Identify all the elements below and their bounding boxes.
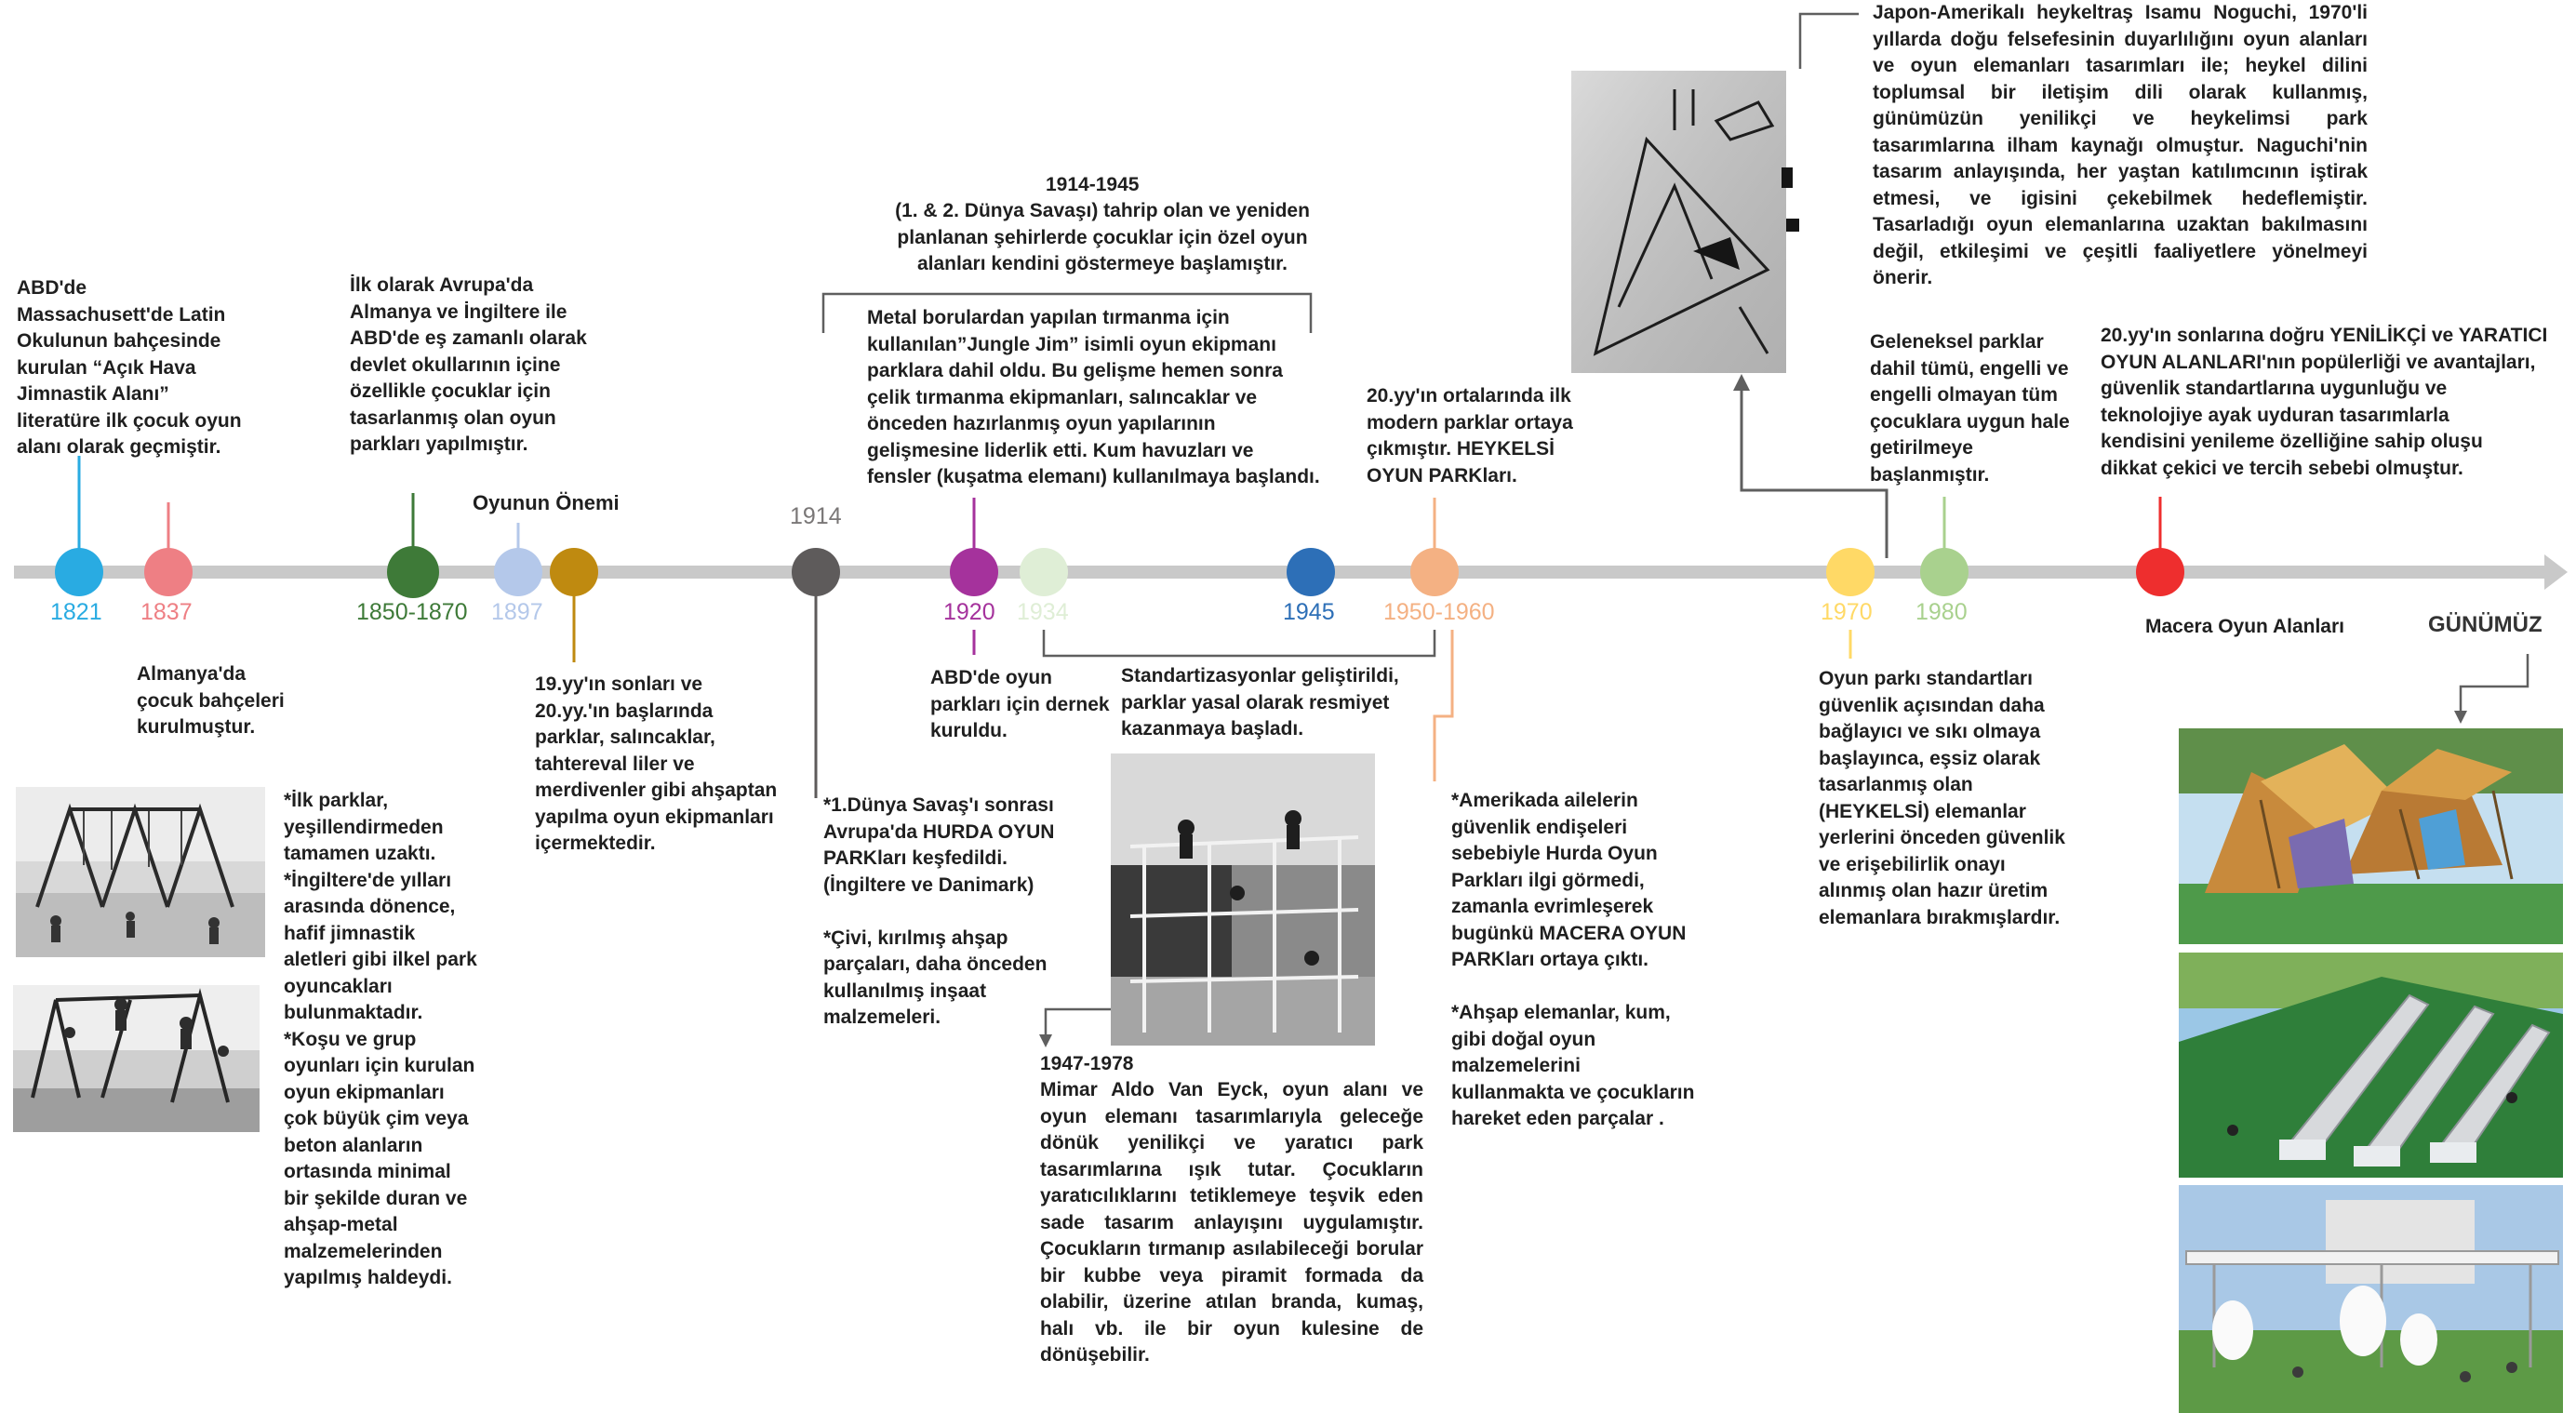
dot-1980: [1920, 548, 1969, 596]
year-1850-1870: 1850-1870: [356, 599, 468, 625]
note-geleneksel: Geleneksel parklar dahil tümü, engelli v…: [1870, 331, 2070, 486]
photo-slides-hill: [2179, 953, 2563, 1178]
year-1945: 1945: [1283, 599, 1335, 625]
dot-1934: [1020, 548, 1068, 596]
note-1920: ABD'de oyun parkları için dernek kuruldu…: [930, 667, 1110, 741]
note-ilk-parklar: *İlk parklar, yeşillendirmeden tamamen u…: [284, 790, 477, 1288]
note-hurda: *1.Dünya Savaş'ı sonrası Avrupa'da HURDA…: [823, 794, 1055, 1028]
note-19yy: 19.yy'ın sonları ve 20.yy.'ın başlarında…: [535, 673, 778, 854]
photo-modern-wooden-playground: [2179, 728, 2563, 944]
note-war: (1. & 2. Dünya Savaşı) tahrip olan ve ye…: [895, 200, 1310, 274]
timeline-axis: [14, 566, 2549, 579]
year-1837: 1837: [140, 599, 193, 625]
standards-bracket: [1042, 630, 1436, 658]
note-1837: Almanya'da çocuk bahçeleri kurulmuştur.: [137, 663, 285, 738]
gunumuz-pointer: [2459, 654, 2529, 714]
dot-1950: [1410, 548, 1459, 596]
photo-jungle-jim: [1111, 753, 1375, 1046]
label-oyunun-onemi: Oyunun Önemi: [473, 491, 620, 514]
note-1850: İlk olarak Avrupa'da Almanya ve İngilter…: [350, 274, 587, 455]
year-1970: 1970: [1821, 599, 1873, 625]
noguchi-arrowhead: [1733, 374, 1750, 391]
dot-1914: [792, 548, 840, 596]
dot-1945: [1287, 548, 1335, 596]
label-macera-oyun-alanlari: Macera Oyun Alanları: [2145, 616, 2344, 637]
year-1821: 1821: [50, 599, 102, 625]
photo-early-climbing: [13, 985, 260, 1132]
note-1821: ABD'de Massachusett'de Latin Okulunun ba…: [17, 277, 242, 458]
dot-gold: [550, 548, 598, 596]
war-bracket: [821, 292, 1313, 333]
stem-1950-down: [1433, 630, 1454, 781]
note-macera: *Amerikada ailelerin güvenlik endişeleri…: [1451, 790, 1695, 1129]
eyck-pointer: [1044, 1007, 1111, 1037]
year-1950-1960: 1950-1960: [1383, 599, 1495, 625]
timeline-arrowhead: [2544, 554, 2568, 590]
label-gunumuz: GÜNÜMÜZ: [2428, 612, 2543, 637]
dot-1821: [55, 548, 103, 596]
note-heykelsi: 20.yy'ın ortalarında ilk modern parklar …: [1367, 385, 1573, 487]
noguchi-connector: [1740, 389, 1889, 558]
photo-noguchi-model: [1571, 71, 1799, 373]
dot-1837: [144, 548, 193, 596]
year-1934: 1934: [1017, 599, 1069, 625]
year-1980: 1980: [1915, 599, 1968, 625]
note-war-heading: 1914-1945: [1046, 174, 1140, 195]
photo-early-swings: [16, 787, 265, 957]
eyck-arrowhead: [1039, 1034, 1052, 1047]
dot-red: [2136, 548, 2184, 596]
note-eyck-heading: 1947-1978: [1040, 1053, 1134, 1074]
note-20yy-son: 20.yy'ın sonlarına doğru YENİLİKÇİ ve YA…: [2101, 325, 2548, 479]
year-1920: 1920: [943, 599, 995, 625]
note-1970: Oyun parkı standartları güvenlik açısınd…: [1819, 668, 2065, 928]
note-jungle-jim: Metal borulardan yapılan tırmanma için k…: [867, 307, 1320, 487]
dot-1920: [950, 548, 998, 596]
photo-canopy-installation: [2179, 1185, 2563, 1413]
gunumuz-arrowhead: [2454, 711, 2467, 724]
note-eyck: Mimar Aldo Van Eyck, oyun alanı ve oyun …: [1040, 1079, 1423, 1366]
dot-1850: [387, 546, 439, 598]
note-standards: Standartizasyonlar geliştirildi, parklar…: [1121, 665, 1399, 740]
year-1914: 1914: [790, 503, 842, 529]
year-1897: 1897: [491, 599, 543, 625]
note-noguchi: Japon-Amerikalı heykeltraş Isamu Noguchi…: [1873, 2, 2368, 288]
dot-1897: [494, 548, 542, 596]
noguchi-text-pointer: [1798, 12, 1859, 69]
dot-1970: [1826, 548, 1875, 596]
